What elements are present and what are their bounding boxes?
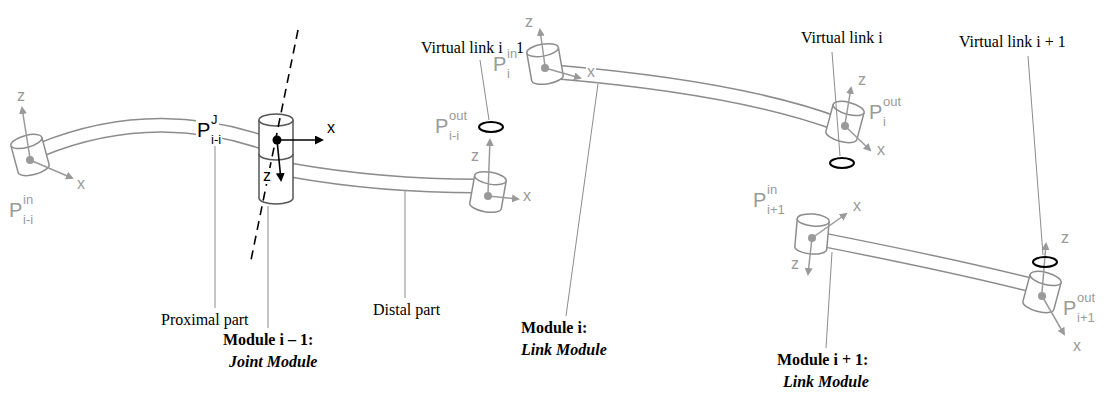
proximal-tube-fill bbox=[40, 125, 262, 150]
leader-line bbox=[480, 60, 489, 120]
leader-lines bbox=[215, 52, 1043, 348]
joint-axes bbox=[277, 140, 322, 180]
point-superscript: in bbox=[766, 183, 778, 196]
virtual-link-rings bbox=[479, 122, 1057, 267]
leader-line bbox=[215, 138, 216, 308]
point-subscript: i bbox=[882, 115, 887, 128]
module-label: Module i – 1: bbox=[222, 332, 314, 348]
z-axis bbox=[488, 140, 490, 194]
point-subscript: i-i bbox=[448, 129, 460, 142]
leader-line bbox=[268, 206, 269, 328]
virtual-link-label: Virtual link i + 1 bbox=[958, 34, 1067, 50]
point-superscript: in bbox=[22, 193, 34, 206]
point-subscript: i+1 bbox=[1076, 311, 1096, 324]
frame-points bbox=[26, 64, 1046, 300]
joint-cylinder bbox=[259, 114, 293, 204]
axis-label: x bbox=[1072, 338, 1082, 354]
point-superscript: out bbox=[882, 95, 902, 108]
x-axis bbox=[545, 68, 580, 78]
link-tubes bbox=[40, 72, 1035, 286]
axis-label: x bbox=[852, 198, 862, 214]
part-label: Proximal part bbox=[160, 312, 250, 328]
axis-label: x bbox=[326, 120, 336, 136]
z-axis bbox=[808, 238, 812, 274]
axis-label: z bbox=[470, 148, 480, 164]
module-label: Module i + 1: bbox=[776, 352, 869, 368]
virtual-link-ring bbox=[1033, 257, 1057, 267]
joint-axis bbox=[250, 30, 298, 265]
proximal-tube bbox=[40, 125, 262, 150]
z-axis bbox=[22, 108, 30, 158]
axis-label: z bbox=[790, 256, 800, 272]
link-tube-fill bbox=[556, 72, 838, 124]
link-tube bbox=[824, 240, 1035, 286]
x-axis bbox=[812, 214, 846, 238]
link-tube-fill bbox=[824, 240, 1035, 286]
connector-cylinder bbox=[794, 213, 829, 256]
module-type: Link Module bbox=[782, 374, 870, 390]
point-superscript: J bbox=[210, 113, 219, 126]
x-axis bbox=[845, 126, 870, 150]
point-subscript: i-i bbox=[210, 133, 222, 146]
x-axis bbox=[277, 139, 322, 141]
leader-line bbox=[405, 190, 406, 298]
joint-top bbox=[259, 114, 293, 126]
virtual-link-label: Virtual link i bbox=[800, 30, 884, 46]
point-superscript: out bbox=[1076, 291, 1096, 304]
module-type: Link Module bbox=[520, 342, 608, 358]
grey-axes bbox=[22, 30, 1064, 334]
point-superscript: in bbox=[506, 47, 518, 60]
virtual-link-ring bbox=[830, 158, 854, 168]
point-subscript: i+1 bbox=[766, 203, 786, 216]
distal-tube-fill bbox=[290, 170, 478, 186]
z-axis bbox=[540, 30, 545, 66]
module-label: Module i: bbox=[520, 320, 588, 336]
axis-label: z bbox=[524, 14, 534, 30]
z-axis bbox=[845, 88, 851, 124]
part-label: Distal part bbox=[372, 302, 441, 318]
point-subscript: i bbox=[506, 67, 511, 80]
x-axis bbox=[488, 196, 518, 199]
joint-body bbox=[259, 120, 293, 204]
x-axis bbox=[30, 160, 72, 178]
distal-tube bbox=[290, 170, 478, 186]
module-type: Joint Module bbox=[228, 354, 318, 370]
virtual-link-ring bbox=[479, 122, 503, 132]
axis-label: z bbox=[16, 88, 26, 104]
joint-seam bbox=[259, 154, 293, 160]
point-subscript: i-i bbox=[22, 213, 34, 226]
point-superscript: out bbox=[448, 109, 468, 122]
axis-label: z bbox=[857, 72, 867, 88]
axis-label: x bbox=[876, 142, 886, 158]
axis-label: x bbox=[586, 64, 596, 80]
leader-line bbox=[826, 252, 832, 348]
axis-label: x bbox=[76, 176, 86, 192]
link-tube bbox=[556, 72, 838, 124]
axis-label: x bbox=[522, 188, 532, 204]
axis-label: z bbox=[262, 168, 272, 184]
leader-line bbox=[832, 52, 840, 156]
z-axis bbox=[277, 140, 281, 180]
leader-line bbox=[566, 84, 598, 316]
axis-label: z bbox=[1060, 230, 1070, 246]
x-axis bbox=[1042, 296, 1064, 334]
leader-line bbox=[1028, 56, 1043, 255]
